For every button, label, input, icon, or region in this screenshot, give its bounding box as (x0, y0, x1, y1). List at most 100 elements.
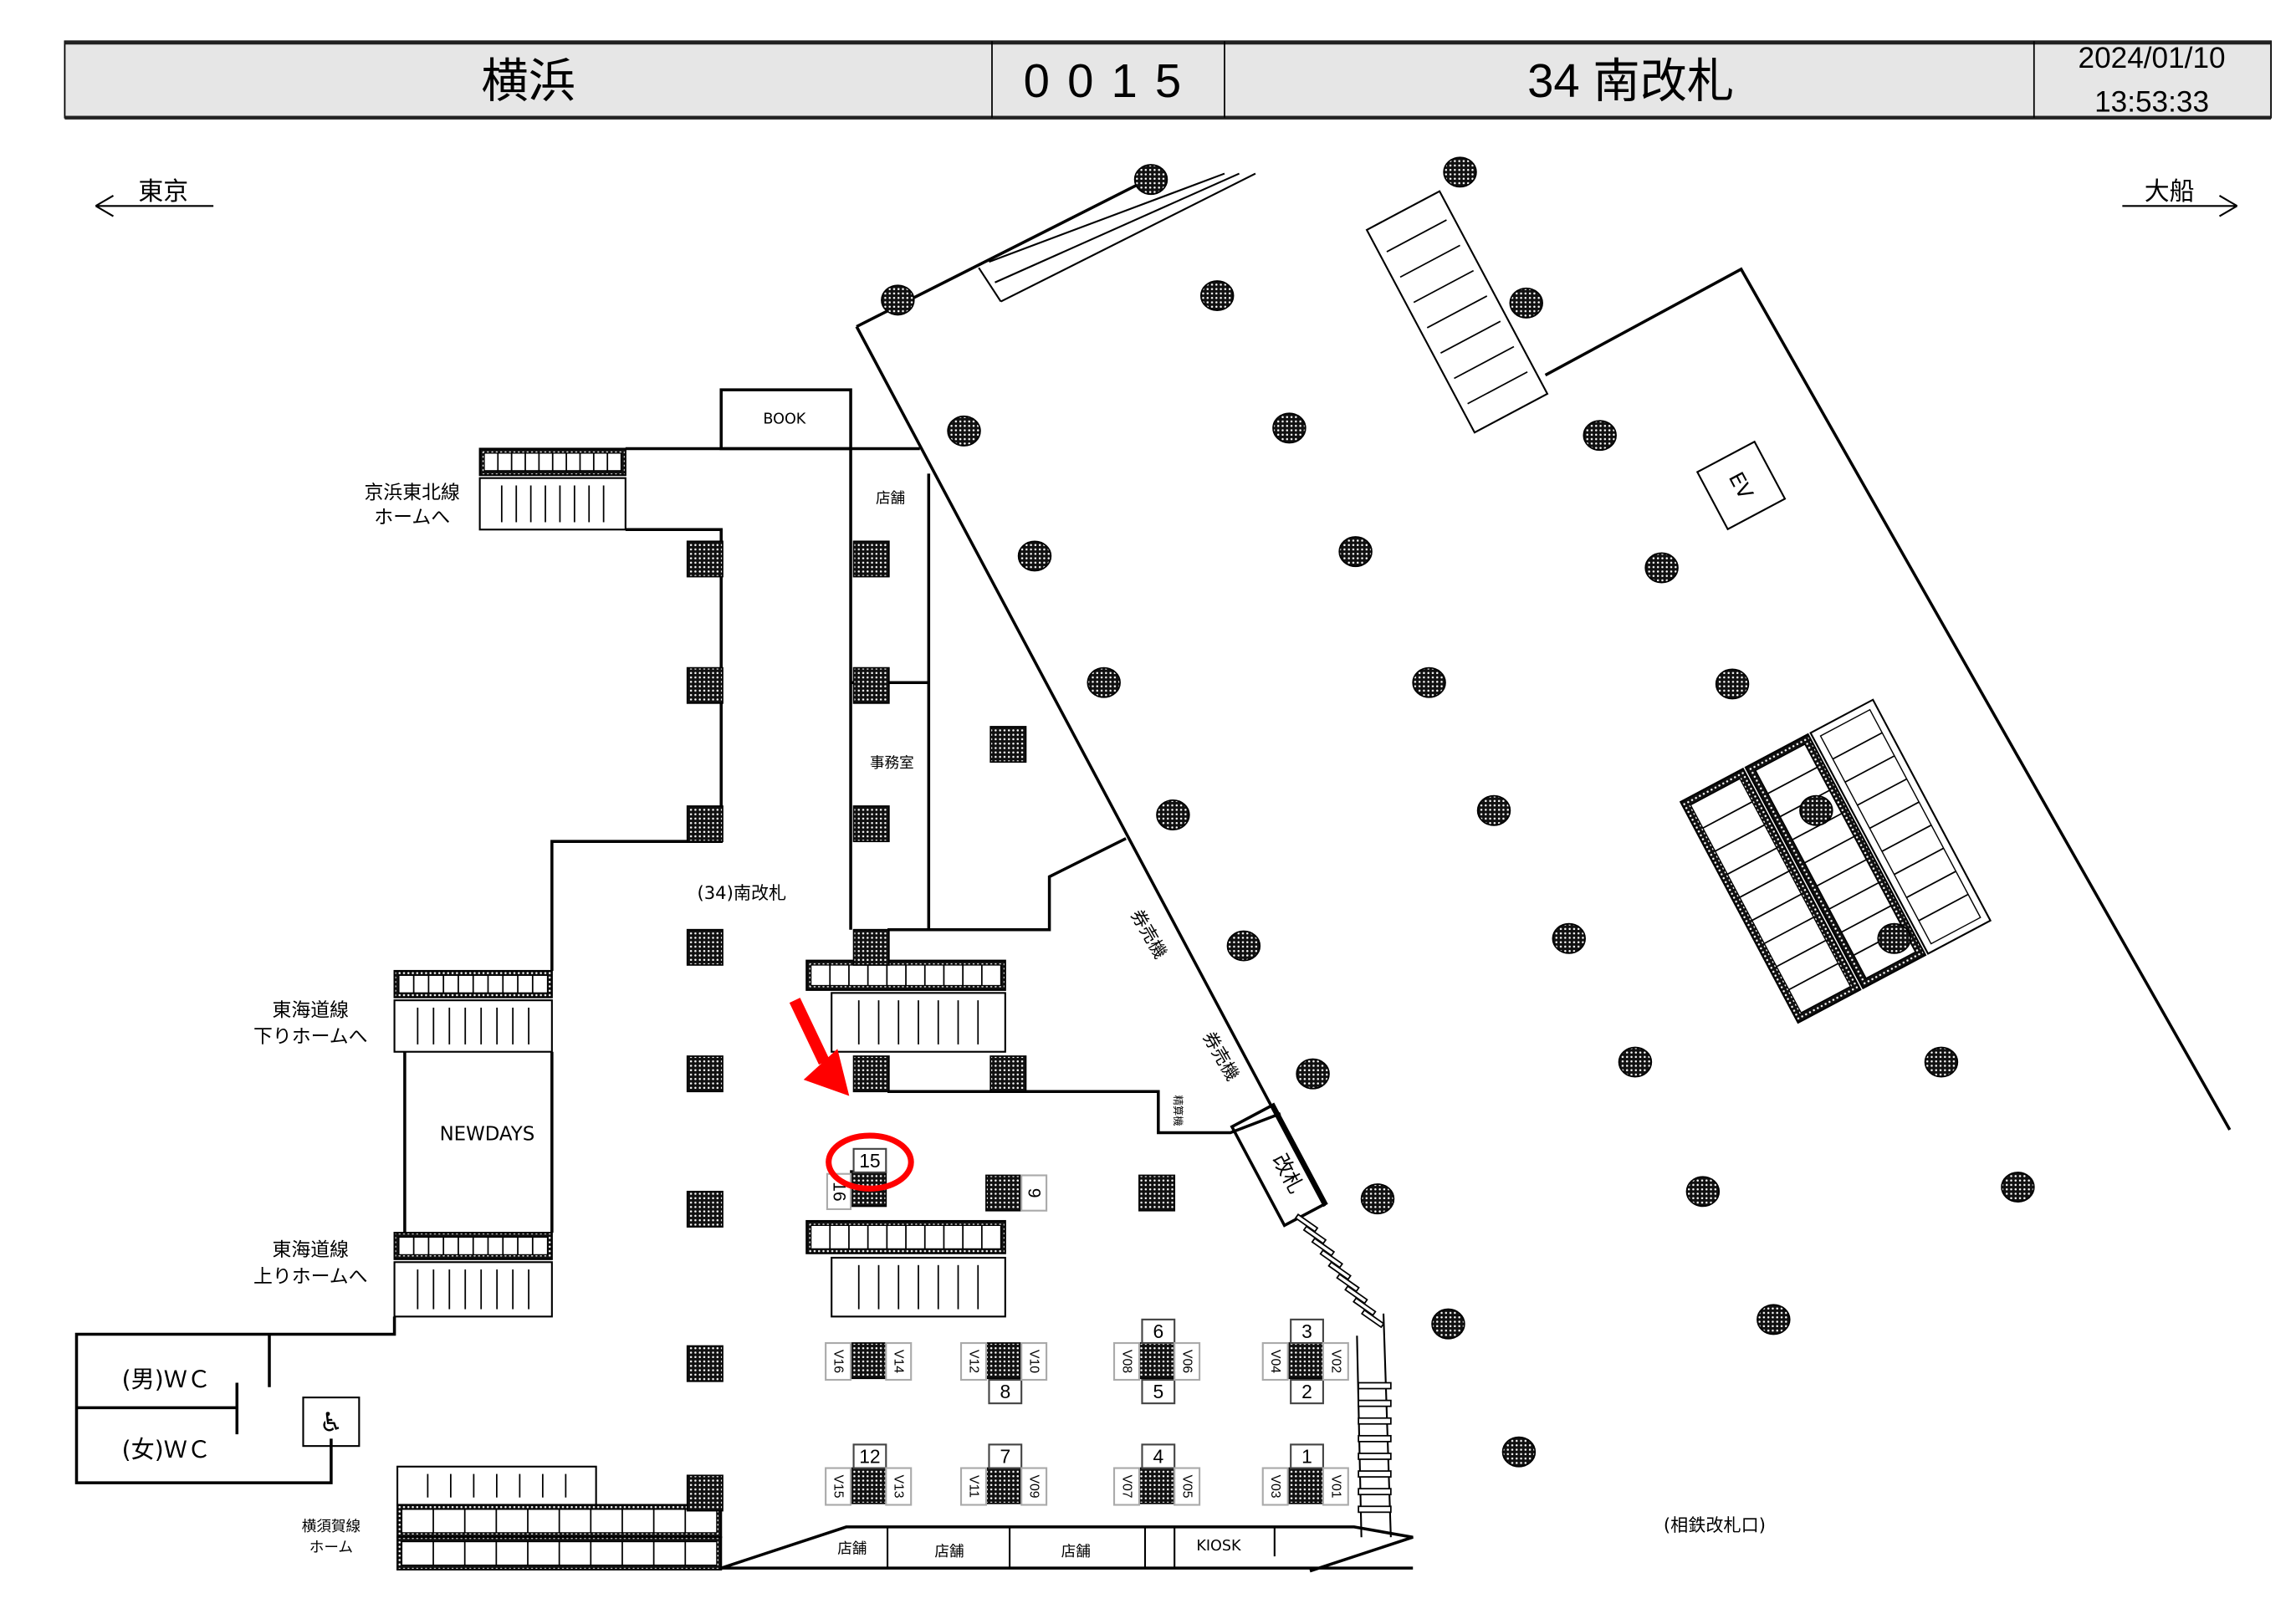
ad-spot-label: 7 (1000, 1445, 1010, 1467)
gate-stripe (1302, 1225, 1327, 1245)
ad-spot-v06[interactable]: V06 (1174, 1341, 1201, 1381)
book-store (719, 388, 852, 451)
stair-tokaido-down-lower (393, 999, 553, 1053)
round-pillar (1509, 287, 1543, 319)
header-bar: 横浜 0015 34 南改札 2024/01/10 13:53:33 (64, 40, 2272, 120)
ad-spot-v16[interactable]: V16 (825, 1341, 852, 1381)
ad-spot-v14[interactable]: V14 (885, 1341, 913, 1381)
label-south-gate: (34)南改札 (698, 882, 787, 903)
ad-spot-p12[interactable]: 12 (852, 1443, 887, 1469)
round-pillar (1476, 794, 1511, 826)
gate-stripe (1358, 1381, 1392, 1390)
highlight-circle (826, 1132, 914, 1192)
ad-spot-v03[interactable]: V03 (1261, 1467, 1289, 1506)
ad-spot-p6[interactable]: 6 (1141, 1318, 1176, 1345)
square-pillar (852, 805, 890, 843)
ad-spot-p4[interactable]: 4 (1141, 1443, 1176, 1469)
round-pillar (1226, 930, 1261, 962)
square-pillar (989, 726, 1027, 763)
gate-stripe (1358, 1434, 1392, 1443)
red-arrow-icon (789, 998, 830, 1065)
round-pillar (1799, 794, 1833, 826)
label-book: BOOK (763, 411, 805, 428)
ad-spot-p3[interactable]: 3 (1290, 1318, 1324, 1345)
label-tokaido-down-2: 下りホームへ (253, 1026, 368, 1048)
ad-spot-p1[interactable]: 1 (1290, 1443, 1324, 1469)
ad-spot-v02[interactable]: V02 (1322, 1341, 1349, 1381)
ad-spot-v01[interactable]: V01 (1322, 1467, 1349, 1506)
label-shop-bottom-3: 店舗 (1061, 1544, 1091, 1560)
ad-spot-p8[interactable]: 8 (988, 1378, 1023, 1405)
direction-tokyo: 東京 (95, 177, 214, 217)
round-pillar (1443, 156, 1477, 188)
arrow-right-icon (2122, 195, 2238, 217)
gate-stripe (1358, 1453, 1392, 1460)
ad-spot-v05[interactable]: V05 (1174, 1467, 1201, 1506)
ad-spot-p5[interactable]: 5 (1141, 1378, 1176, 1405)
round-pillar (1087, 666, 1121, 698)
ad-spot-p9[interactable]: 9 (1020, 1174, 1048, 1212)
gate-stripe (1336, 1273, 1360, 1293)
ad-spot-v13[interactable]: V13 (885, 1467, 913, 1506)
gate-stripe (1344, 1284, 1368, 1305)
ad-spot-v07[interactable]: V07 (1112, 1467, 1140, 1506)
ad-spot-label: 5 (1153, 1381, 1163, 1402)
ad-spot-label: V04 (1268, 1350, 1282, 1373)
square-pillar (852, 1055, 890, 1093)
ad-spot-label: V09 (1027, 1474, 1041, 1498)
label-tokaido-down: 東海道線 (273, 1000, 350, 1022)
ad-spot-v08[interactable]: V08 (1112, 1341, 1140, 1381)
ad-spot-v09[interactable]: V09 (1020, 1467, 1048, 1506)
gate-stripe (1353, 1297, 1377, 1317)
square-pillar (852, 928, 890, 966)
escalator-bottom-right (1679, 698, 1992, 1024)
gate-stripe (1294, 1213, 1319, 1233)
stair-center-lower (831, 992, 1006, 1053)
gate-stripe (1358, 1417, 1392, 1425)
ad-spot-label: V08 (1119, 1350, 1133, 1373)
ad-spot-label: V13 (892, 1474, 906, 1498)
label-ticket-machine-2: 券売機 (1199, 1028, 1243, 1084)
ad-spot-p15[interactable]: 15 (852, 1147, 887, 1174)
ad-spot-v04[interactable]: V04 (1261, 1341, 1289, 1381)
ad-spot-label: 3 (1301, 1320, 1312, 1342)
ad-spot-label: 9 (1025, 1188, 1044, 1198)
round-pillar (1757, 1304, 1791, 1335)
ad-spot-label: 8 (1000, 1381, 1010, 1402)
round-pillar (2001, 1172, 2035, 1203)
label-sotetsu-gate: (相鉄改札口) (1664, 1514, 1766, 1535)
arrow-left-icon (95, 195, 214, 217)
round-pillar (1360, 1183, 1395, 1215)
ad-spot-label: V07 (1119, 1474, 1133, 1498)
label-keihin-tohoku: 京浜東北線 (365, 482, 460, 503)
print-date: 2024/01/10 (2079, 42, 2226, 74)
gate-stripe (1360, 1309, 1385, 1329)
ad-spot-label: V14 (892, 1350, 906, 1373)
ad-spot-v15[interactable]: V15 (825, 1467, 852, 1506)
square-pillar (985, 1174, 1023, 1212)
ad-spot-label: V12 (966, 1350, 980, 1373)
square-pillar (989, 1055, 1027, 1093)
label-tokaido-up: 東海道線 (273, 1239, 350, 1261)
label-shop-bottom-2: 店舗 (934, 1544, 964, 1560)
label-tokaido-up-2: 上りホームへ (253, 1266, 368, 1288)
stair-yokosuka-upper (396, 1465, 597, 1506)
ticket-gate (1230, 1102, 1328, 1228)
ad-spot-p2[interactable]: 2 (1290, 1378, 1324, 1405)
ad-spot-v10[interactable]: V10 (1020, 1341, 1048, 1381)
ad-spot-label: V06 (1180, 1350, 1194, 1373)
ad-spot-v12[interactable]: V12 (959, 1341, 987, 1381)
print-time: 13:53:33 (2094, 86, 2209, 119)
round-pillar (1583, 420, 1617, 452)
square-pillar (852, 540, 890, 578)
ad-spot-v11[interactable]: V11 (959, 1467, 987, 1506)
ad-spot-p7[interactable]: 7 (988, 1443, 1023, 1469)
label-kiosk: KIOSK (1196, 1538, 1241, 1555)
gate-stripe (1327, 1261, 1352, 1281)
label-wc-men: (男)ＷＣ (122, 1366, 211, 1393)
ad-spot-label: 1 (1301, 1445, 1312, 1467)
stair-yokosuka-mid (396, 1504, 723, 1539)
round-pillar (1272, 412, 1307, 444)
gate-stripe (1358, 1399, 1392, 1407)
